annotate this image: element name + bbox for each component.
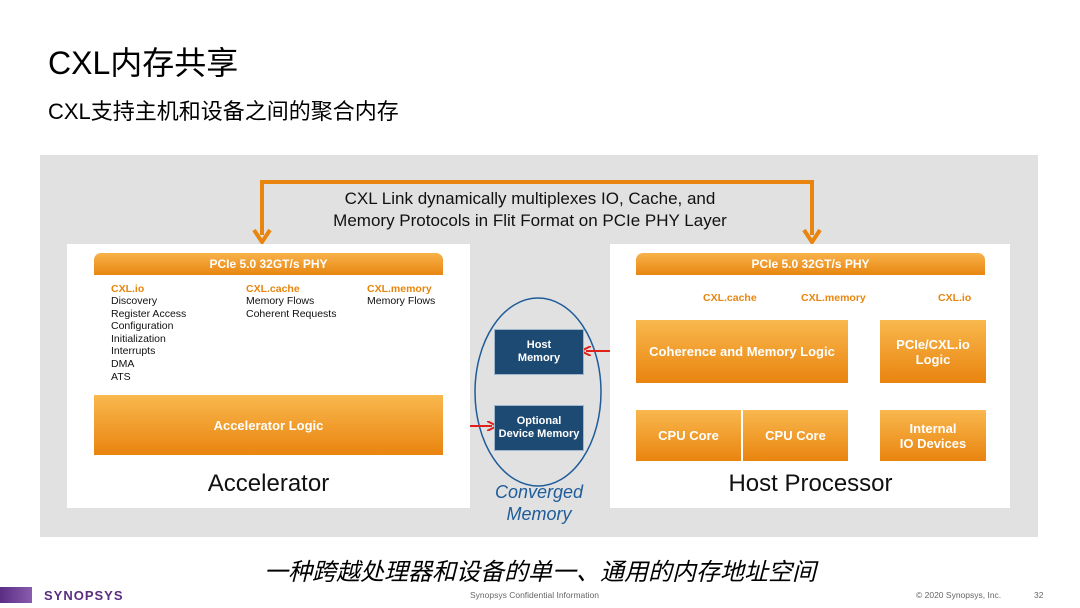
host-memory-box: Host Memory	[494, 329, 584, 375]
slide-subtitle: CXL支持主机和设备之间的聚合内存	[48, 99, 399, 124]
internal-io-line-2: IO Devices	[899, 435, 967, 451]
cxl-link-line-2: Memory Protocols in Flit Format on PCIe …	[333, 211, 727, 230]
host-cxl-io-label: CXL.io	[938, 292, 972, 304]
acc-cxl-io-item: Configuration	[111, 320, 174, 333]
device-memory-line-2: Device Memory	[498, 428, 580, 440]
converged-memory-ellipse	[474, 297, 602, 487]
acc-cxl-io-item: Initialization	[111, 332, 166, 345]
accelerator-phy-bar: PCIe 5.0 32GT/s PHY	[94, 253, 443, 275]
footer-copyright: © 2020 Synopsys, Inc.	[916, 590, 1002, 600]
acc-cxl-io-item: Interrupts	[111, 345, 156, 358]
cxl-link-bracket	[260, 180, 814, 235]
cxl-link-description: CXL Link dynamically multiplexes IO, Cac…	[290, 188, 770, 232]
acc-cxl-cache-item: Coherent Requests	[246, 307, 337, 320]
slide-title: CXL内存共享	[48, 45, 239, 81]
host-memory-line-1: Host	[526, 339, 552, 351]
cxl-link-arrow-right	[802, 228, 822, 246]
cpu-core-box-1: CPU Core	[636, 410, 741, 461]
pcie-logic-line-1: PCIe/CXL.io	[896, 336, 970, 352]
cxl-link-line-1: CXL Link dynamically multiplexes IO, Cac…	[344, 189, 716, 208]
acc-cxl-memory-block: CXL.memory Memory Flows	[367, 283, 435, 308]
converged-memory-label: Converged Memory	[474, 481, 604, 525]
converged-line-1: Converged	[494, 482, 584, 502]
acc-cxl-io-item: DMA	[111, 357, 135, 370]
acc-cxl-cache-block: CXL.cache Memory Flows Coherent Requests	[246, 283, 336, 320]
acc-cxl-memory-item: Memory Flows	[367, 295, 436, 307]
acc-cxl-io-block: CXL.io Discovery Register Access Configu…	[111, 283, 186, 383]
coherence-memory-logic-box: Coherence and Memory Logic	[636, 320, 848, 383]
internal-io-line-1: Internal	[909, 420, 957, 436]
acc-cxl-cache-item: Memory Flows	[246, 295, 315, 307]
accelerator-panel	[67, 244, 470, 508]
synopsys-logo: SYNOPSYS	[44, 588, 124, 603]
host-cxl-memory-label: CXL.memory	[801, 292, 866, 304]
host-phy-bar: PCIe 5.0 32GT/s PHY	[636, 253, 985, 275]
host-memory-line-2: Memory	[517, 352, 561, 364]
host-cxl-cache-label: CXL.cache	[703, 292, 757, 304]
acc-cxl-memory-head: CXL.memory	[367, 283, 432, 295]
footer-confidential: Synopsys Confidential Information	[470, 590, 599, 600]
footer-accent-strip	[0, 587, 32, 603]
acc-cxl-cache-head: CXL.cache	[246, 283, 300, 295]
cxl-link-arrow-left	[252, 228, 272, 246]
acc-cxl-io-item: Register Access	[111, 307, 187, 320]
acc-cxl-io-item: ATS	[111, 370, 131, 383]
accelerator-label: Accelerator	[207, 470, 330, 497]
acc-cxl-io-item: Discovery	[111, 295, 158, 307]
host-processor-label: Host Processor	[728, 470, 893, 497]
bottom-caption: 一种跨越处理器和设备的单一、通用的内存地址空间	[264, 559, 816, 586]
page-number: 32	[1034, 590, 1044, 600]
pcie-cxl-io-logic-box: PCIe/CXL.io Logic	[880, 320, 986, 383]
device-memory-line-1: Optional	[516, 415, 562, 427]
converged-line-2: Memory	[506, 504, 572, 524]
acc-cxl-io-head: CXL.io	[111, 283, 145, 295]
device-memory-box: Optional Device Memory	[494, 405, 584, 451]
internal-io-devices-box: Internal IO Devices	[880, 410, 986, 461]
accelerator-logic-box: Accelerator Logic	[94, 395, 443, 455]
pcie-logic-line-2: Logic	[915, 351, 951, 367]
cpu-core-box-2: CPU Core	[743, 410, 848, 461]
